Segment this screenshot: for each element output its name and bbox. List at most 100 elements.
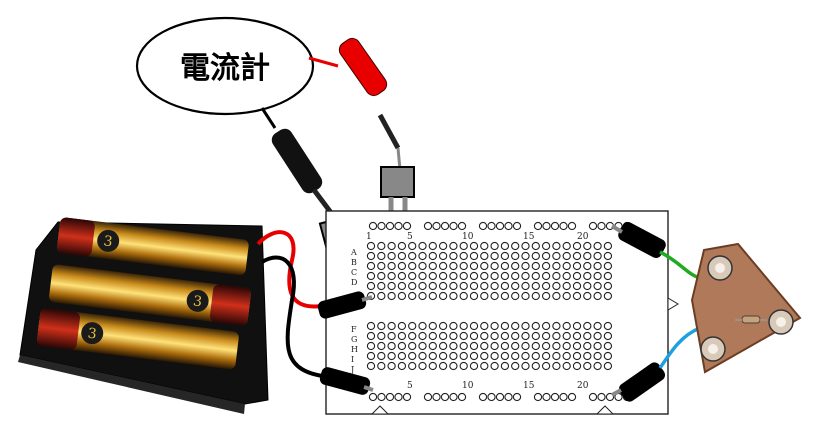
terminal-hole xyxy=(511,351,520,361)
row-label: I xyxy=(351,355,354,364)
power-rail-hole xyxy=(402,392,412,402)
terminal-hole xyxy=(603,291,613,301)
column-number: 20 xyxy=(577,381,589,391)
battery-cell: 3 xyxy=(57,217,249,276)
terminal-hole xyxy=(500,241,510,251)
terminal-hole xyxy=(603,281,613,291)
terminal-hole xyxy=(490,361,499,371)
terminal-hole xyxy=(428,251,437,261)
terminal-hole xyxy=(459,271,468,281)
terminal-hole xyxy=(500,361,510,371)
terminal-hole xyxy=(387,361,396,371)
blue-wire xyxy=(611,326,701,402)
power-rail-hole xyxy=(432,392,441,402)
terminal-hole xyxy=(490,261,499,271)
terminal-hole xyxy=(397,251,407,261)
terminal-hole xyxy=(593,251,602,261)
power-rail-hole xyxy=(478,221,488,231)
terminal-hole xyxy=(449,291,458,301)
terminal-hole xyxy=(603,351,613,361)
terminal-hole xyxy=(552,331,561,341)
row-label: A xyxy=(350,248,357,257)
terminal-hole xyxy=(397,321,407,331)
resistor xyxy=(741,315,761,324)
terminal-hole xyxy=(593,271,602,281)
terminal-hole xyxy=(572,331,582,341)
terminal-hole xyxy=(511,331,520,341)
terminal-hole xyxy=(593,291,602,301)
terminal-hole xyxy=(552,251,561,261)
terminal-hole xyxy=(418,281,427,291)
power-rail-hole xyxy=(512,221,522,231)
terminal-hole xyxy=(572,291,582,301)
terminal-hole xyxy=(583,321,592,331)
terminal-hole xyxy=(500,251,510,261)
power-rail-hole xyxy=(377,392,386,402)
terminal-hole xyxy=(449,341,458,351)
red-probe-tip-holder xyxy=(380,166,415,198)
terminal-hole xyxy=(541,341,551,351)
terminal-hole xyxy=(459,321,468,331)
terminal-hole xyxy=(408,241,417,251)
terminal-hole xyxy=(459,351,468,361)
terminal-hole xyxy=(449,241,458,251)
terminal-hole xyxy=(531,341,540,351)
terminal-hole xyxy=(583,361,592,371)
row-label: H xyxy=(351,345,358,354)
terminal-hole xyxy=(397,261,407,271)
terminal-hole xyxy=(562,351,571,361)
terminal-hole xyxy=(418,261,427,271)
terminal-hole xyxy=(511,261,520,271)
terminal-hole xyxy=(541,241,551,251)
terminal-hole xyxy=(459,241,468,251)
terminal-hole xyxy=(541,351,551,361)
terminal-hole xyxy=(387,291,396,301)
breadboard: A B C D F G H I J 1 5 10 15 20 1 5 10 15… xyxy=(325,210,679,415)
terminal-hole xyxy=(428,331,437,341)
terminal-hole xyxy=(531,351,540,361)
terminal-hole xyxy=(366,261,376,271)
terminal-hole xyxy=(480,361,489,371)
terminal-hole xyxy=(377,351,386,361)
terminal-hole xyxy=(459,341,468,351)
power-rail-hole xyxy=(457,221,467,231)
terminal-hole xyxy=(480,321,489,331)
breadboard-foot-left xyxy=(370,405,390,415)
terminal-hole xyxy=(572,341,582,351)
terminal-hole xyxy=(593,261,602,271)
terminal-hole xyxy=(541,251,551,261)
power-rail-hole xyxy=(487,392,496,402)
terminal-hole xyxy=(469,241,479,251)
terminal-hole xyxy=(438,351,448,361)
terminal-hole xyxy=(418,351,427,361)
terminal-hole xyxy=(603,241,613,251)
terminal-hole xyxy=(480,281,489,291)
terminal-hole xyxy=(593,281,602,291)
terminal-hole xyxy=(438,241,448,251)
battery-cell: 3 xyxy=(49,264,251,326)
terminal-hole xyxy=(541,261,551,271)
terminal-hole xyxy=(583,251,592,261)
power-rail-hole xyxy=(504,221,513,231)
terminal-hole xyxy=(377,271,386,281)
terminal-hole xyxy=(562,281,571,291)
power-rail-hole xyxy=(567,392,577,402)
breadboard-holes xyxy=(366,221,632,402)
terminal-hole xyxy=(562,341,571,351)
terminal-hole xyxy=(418,341,427,351)
terminal-hole xyxy=(572,271,582,281)
terminal-hole xyxy=(531,271,540,281)
terminal-hole xyxy=(408,341,417,351)
terminal-hole xyxy=(572,321,582,331)
terminal-hole xyxy=(366,251,376,261)
terminal-hole xyxy=(366,241,376,251)
terminal-hole xyxy=(583,271,592,281)
power-rail-hole xyxy=(542,392,551,402)
terminal-hole xyxy=(377,241,386,251)
power-rail-hole xyxy=(559,392,568,402)
terminal-hole xyxy=(552,351,561,361)
power-rail-hole xyxy=(423,221,433,231)
terminal-hole xyxy=(418,241,427,251)
battery-red-wire xyxy=(256,230,373,319)
